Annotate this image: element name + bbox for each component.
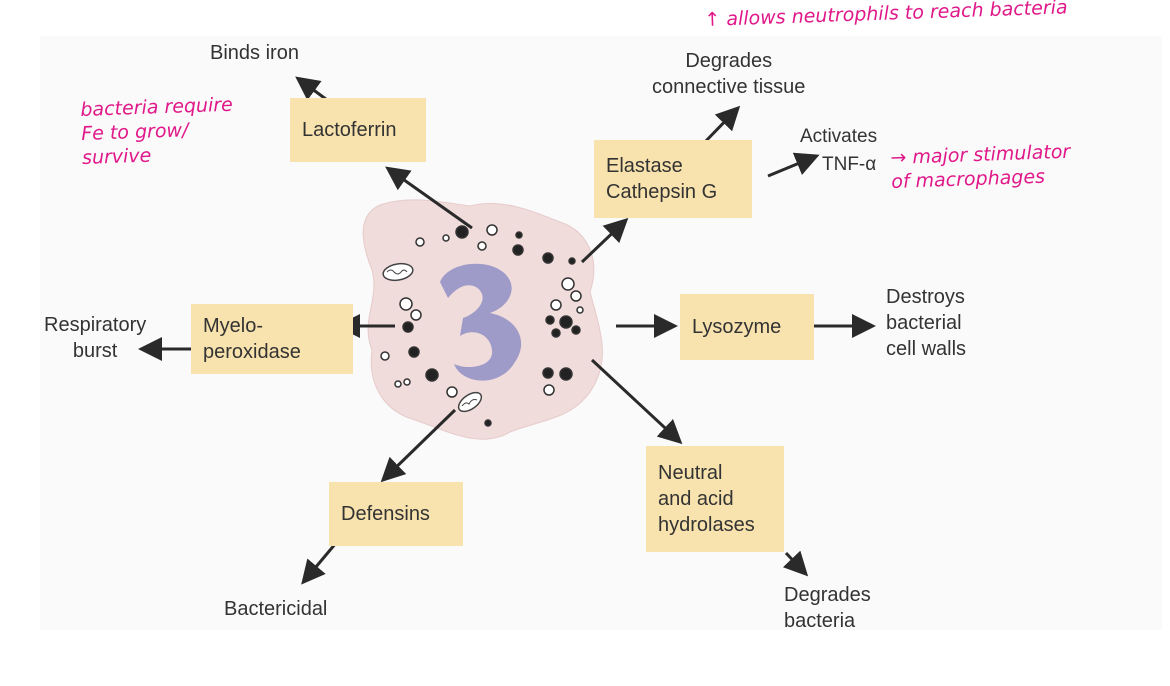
elastase-box: Elastase Cathepsin G <box>594 140 752 218</box>
lactoferrin-box: Lactoferrin <box>290 98 426 162</box>
macrophages-annotation: → major stimulator of macrophages <box>890 140 1071 193</box>
iron-annotation: bacteria require Fe to grow/ survive <box>80 93 234 169</box>
myeloperoxidase-box: Myelo- peroxidase <box>191 304 353 374</box>
defensins-box: Defensins <box>329 482 463 546</box>
respiratory-burst-label: Respiratory burst <box>44 314 147 362</box>
tnf-label: TNF-α <box>822 154 877 175</box>
destroys-walls-label: Destroys bacterial cell walls <box>886 286 967 360</box>
degrades-bacteria-label: Degrades bacteria <box>784 584 871 632</box>
mitochondrion <box>457 391 483 413</box>
arrow-to-lactoferrin <box>385 166 473 230</box>
degrades-connective-label: Degrades connective tissue <box>652 50 806 98</box>
arrow-to-elastase <box>580 217 629 264</box>
arrow-to-hydrolases <box>590 358 683 445</box>
binds-iron-label: Binds iron <box>210 42 299 64</box>
lysozyme-box: Lysozyme <box>680 294 814 360</box>
activates-label: Activates <box>800 126 878 147</box>
arrow-to-degrades-bacteria <box>782 550 809 577</box>
hydrolases-box: Neutral and acid hydrolases <box>646 446 784 552</box>
arrow-to-degrades-connective <box>700 105 741 147</box>
nucleus <box>440 263 522 381</box>
arrow-to-defensins <box>380 408 457 483</box>
bactericidal-label: Bactericidal <box>224 598 328 620</box>
mitochondrion <box>382 262 414 282</box>
arrow-to-tnf <box>767 152 820 178</box>
granules <box>380 224 584 427</box>
arrow-to-bactericidal <box>301 542 338 585</box>
